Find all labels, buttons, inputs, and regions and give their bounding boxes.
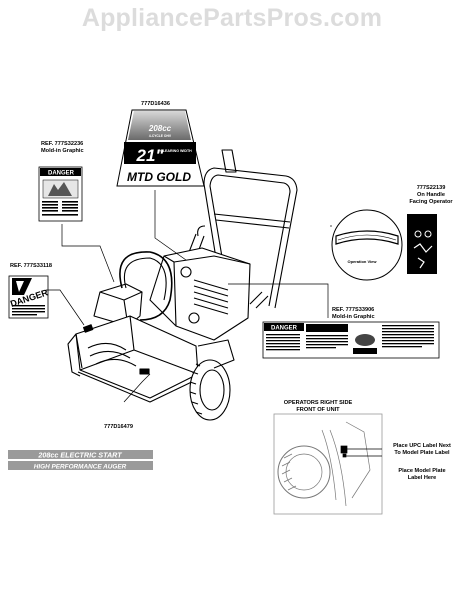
handle-label-callout: Operation View: [331, 209, 437, 281]
label-decal-top: 777D16436: [141, 101, 170, 107]
watermark: AppliancePartsPros.com: [81, 4, 383, 32]
decal-cc-text: 208cc: [148, 124, 172, 133]
label-upc-note: Place UPC Label Next To Model Plate Labe…: [382, 443, 462, 457]
label-ref-33118: REF. 777S33118: [10, 263, 52, 269]
label-ref-232236: REF. 777S32236 Mold-in Graphic: [41, 141, 84, 155]
right-side-detail: [273, 413, 383, 515]
label-ref-33906-line2: Mold-in Graphic: [332, 314, 375, 320]
label-handle-line1: 777S22139: [416, 185, 446, 191]
label-operators-right-side-line2: FRONT OF UNIT: [296, 407, 340, 413]
danger-decal-upper: DANGER: [38, 166, 83, 222]
mtd-gold-decal: 208cc 4-CYCLE OHV 21" CLEARING WIDTH MTD…: [116, 109, 205, 187]
electric-start-text: 208cc ELECTRIC START: [37, 450, 122, 459]
label-model-plate-note-line2: Label Here: [407, 475, 437, 481]
decal-width-text: 21": [136, 146, 165, 165]
high-performance-text: HIGH PERFORMANCE AUGER: [34, 463, 127, 470]
long-danger-decal-word: DANGER: [271, 326, 298, 332]
label-operators-right-side: OPERATORS RIGHT SIDE FRONT OF UNIT: [270, 400, 366, 414]
label-model-plate-note-line1: Place Model Plate: [398, 468, 446, 474]
decal-cc-sub-text: 4-CYCLE OHV: [149, 134, 172, 138]
label-handle-line2: On Handle: [417, 192, 445, 198]
label-decal-bottom: 777D16479: [104, 424, 133, 430]
label-ref-33906: REF. 777S33906 Mold-in Graphic: [332, 307, 375, 321]
label-handle: 777S22139 On Handle Facing Operator: [400, 185, 462, 206]
electric-start-decal: 208cc ELECTRIC START HIGH PERFORMANCE AU…: [8, 450, 153, 470]
label-ref-232236-line1: REF. 777S32236: [41, 141, 84, 147]
snow-thrower-drawing: [67, 149, 298, 421]
label-upc-note-line1: Place UPC Label Next: [393, 443, 451, 449]
label-model-plate-note: Place Model Plate Label Here: [384, 468, 460, 482]
label-ref-232236-line2: Mold-in Graphic: [41, 148, 84, 154]
long-danger-decal: DANGER: [262, 321, 440, 359]
leader-lines: [46, 190, 332, 403]
label-handle-line3: Facing Operator: [409, 199, 453, 205]
label-ref-33906-line1: REF. 777S33906: [332, 307, 375, 313]
label-upc-note-line2: To Model Plate Label: [394, 450, 450, 456]
danger-decal-upper-word: DANGER: [48, 171, 75, 177]
decal-brand-text: MTD GOLD: [127, 170, 191, 184]
operation-view-text: Operation View: [347, 259, 377, 264]
label-operators-right-side-line1: OPERATORS RIGHT SIDE: [283, 400, 353, 406]
danger-decal-left: DANGER: [8, 275, 50, 319]
decal-width-sub-text: CLEARING WIDTH: [160, 149, 192, 153]
